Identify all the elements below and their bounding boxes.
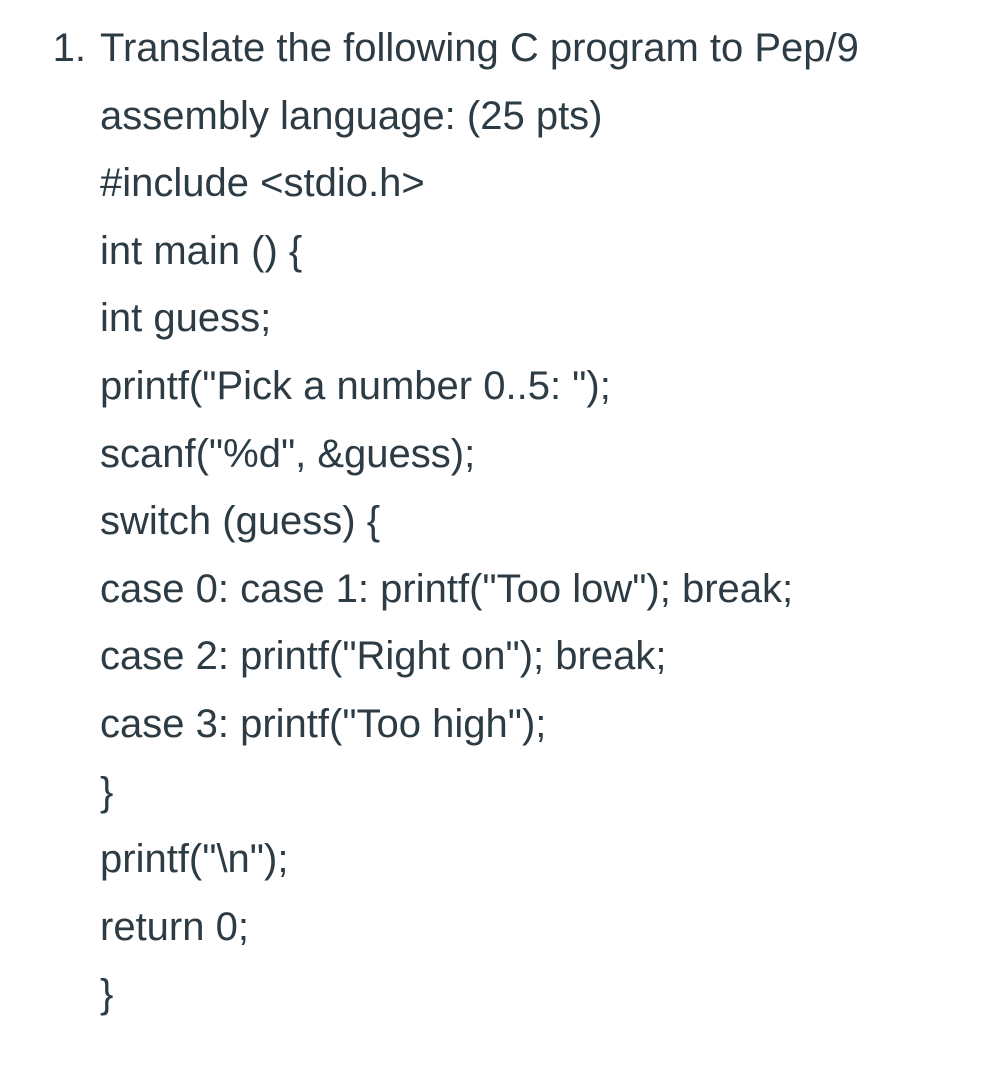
code-line-printf-pick: printf("Pick a number 0..5: "); [100,363,611,408]
code-line-close-main: } [100,972,114,1017]
question-content: Translate the following C program to Pep… [100,15,997,1029]
prompt-line-1: Translate the following C program to Pep… [100,26,859,70]
code-line-close-switch: } [100,769,114,814]
prompt-line-2: assembly language: (25 pts) [100,93,603,138]
question-item: 1. Translate the following C program to … [52,15,997,1029]
code-line-case-2: case 2: printf("Right on"); break; [100,634,667,679]
code-line-printf-newline: printf("\n"); [100,837,289,882]
code-line-include: #include <stdio.h> [100,161,425,206]
question-number: 1. [52,26,86,70]
code-line-switch: switch (guess) { [100,499,381,544]
code-line-case-3: case 3: printf("Too high"); [100,701,547,746]
code-line-int-guess: int guess; [100,296,272,341]
code-line-main: int main () { [100,228,303,273]
code-line-case-0-1: case 0: case 1: printf("Too low"); break… [100,566,794,611]
code-line-scanf: scanf("%d", &guess); [100,431,476,476]
code-line-return: return 0; [100,904,249,949]
